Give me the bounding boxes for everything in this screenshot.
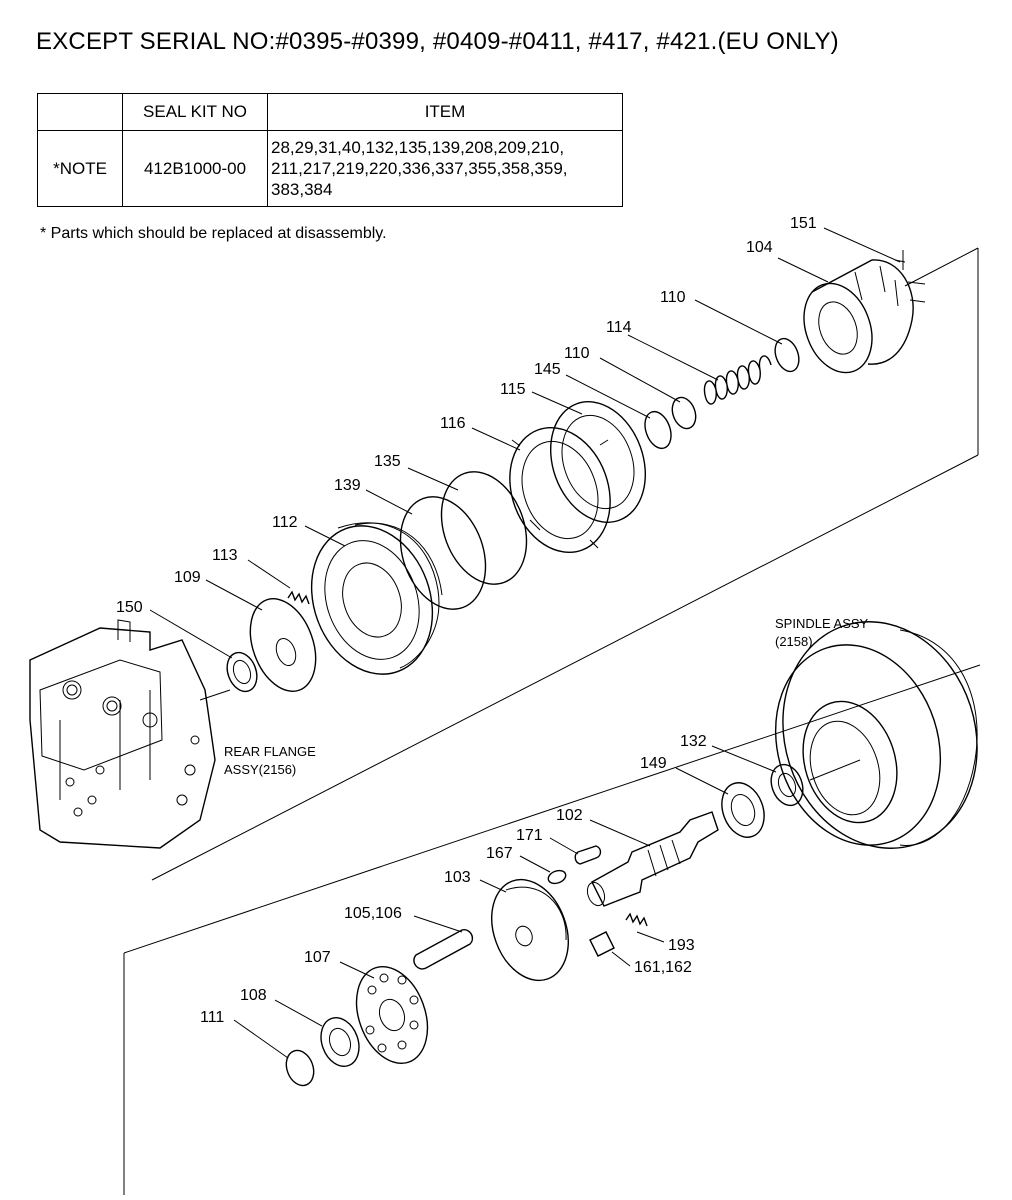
part-135-o-ring (440, 471, 528, 585)
seal-kit-table-header: SEAL KIT NO ITEM (37, 93, 623, 131)
callout-149: 149 (640, 755, 667, 772)
part-145-snap-ring (644, 410, 672, 450)
callout-108: 108 (240, 987, 267, 1004)
item-list-line: 211,217,219,220,336,337,355,358,359, (271, 159, 568, 178)
part-139-o-ring (399, 496, 487, 610)
part-150-bearing (226, 651, 258, 693)
part-110-ring-a (774, 337, 800, 373)
part-149-bearing (721, 782, 765, 838)
header-item: ITEM (267, 93, 623, 131)
callout-161-162: 161,162 (634, 959, 692, 976)
frame-lines (123, 247, 981, 1195)
callout-labels: 151 104 110 114 110 145 115 116 135 139 … (116, 215, 817, 1026)
leader-lines (149, 227, 901, 1059)
part-116-plate (509, 426, 611, 554)
callout-150: 150 (116, 599, 143, 616)
item-list-cell: 28,29,31,40,132,135,139,208,209,210, 211… (267, 130, 623, 207)
callout-193: 193 (668, 937, 695, 954)
part-171-pin (574, 845, 602, 865)
part-193-spring (625, 912, 648, 927)
rear-flange-label-line2: ASSY(2156) (224, 762, 296, 777)
callout-104: 104 (746, 239, 773, 256)
seal-kit-table-row: *NOTE 412B1000-00 28,29,31,40,132,135,13… (37, 130, 623, 207)
note-cell: *NOTE (37, 130, 123, 207)
callout-105-106: 105,106 (344, 905, 402, 922)
callout-110-upper: 110 (660, 289, 686, 306)
callout-139: 139 (334, 477, 361, 494)
item-list-line: 383,384 (271, 180, 333, 199)
rear-flange-assembly (29, 619, 216, 849)
callout-151: 151 (790, 215, 817, 232)
callout-103: 103 (444, 869, 471, 886)
callout-102: 102 (556, 807, 583, 824)
part-161-plug (589, 931, 615, 957)
part-112-housing (310, 522, 443, 675)
part-113-spring (287, 590, 310, 605)
callout-167: 167 (486, 845, 513, 862)
seal-kit-table: SEAL KIT NO ITEM *NOTE 412B1000-00 28,29… (37, 93, 623, 207)
callout-135: 135 (374, 453, 401, 470)
callout-132: 132 (680, 733, 707, 750)
assembly-labels: REAR FLANGE ASSY(2156) SPINDLE ASSY (215… (224, 616, 869, 777)
part-104-cylinder (803, 250, 926, 374)
callout-114: 114 (606, 319, 632, 336)
callout-110-lower: 110 (564, 345, 590, 362)
callout-111: 111 (200, 1009, 224, 1026)
callout-171: 171 (516, 827, 543, 844)
callout-112: 112 (272, 514, 298, 531)
kit-number-cell: 412B1000-00 (122, 130, 268, 207)
part-110-ring-b (671, 396, 697, 430)
part-109-plate (249, 598, 317, 692)
callout-109: 109 (174, 569, 201, 586)
callout-116: 116 (440, 415, 466, 432)
callout-113: 113 (212, 547, 238, 564)
spindle-label-line2: (2158) (775, 634, 813, 649)
part-111-ring (285, 1049, 315, 1087)
item-list-line: 28,29,31,40,132,135,139,208,209,210, (271, 138, 565, 157)
page-title: EXCEPT SERIAL NO:#0395-#0399, #0409-#041… (36, 28, 839, 55)
part-115-plate (549, 401, 647, 523)
callout-115: 115 (500, 381, 526, 398)
part-105-piston (413, 929, 474, 970)
part-108-bearing (320, 1017, 360, 1067)
spindle-assembly (774, 621, 978, 849)
part-114-spring (703, 355, 772, 405)
part-103-plate (491, 878, 569, 982)
callout-107: 107 (304, 949, 331, 966)
footnote: * Parts which should be replaced at disa… (40, 225, 387, 242)
rear-flange-label-line1: REAR FLANGE (224, 744, 316, 759)
callout-145: 145 (534, 361, 561, 378)
spindle-label-line1: SPINDLE ASSY (775, 616, 869, 631)
part-107-plate (355, 965, 429, 1065)
part-102-shaft (586, 811, 719, 907)
header-seal-kit-no: SEAL KIT NO (122, 93, 268, 131)
header-blank (37, 93, 123, 131)
part-167-key (547, 869, 567, 885)
part-132-seal (770, 763, 804, 807)
